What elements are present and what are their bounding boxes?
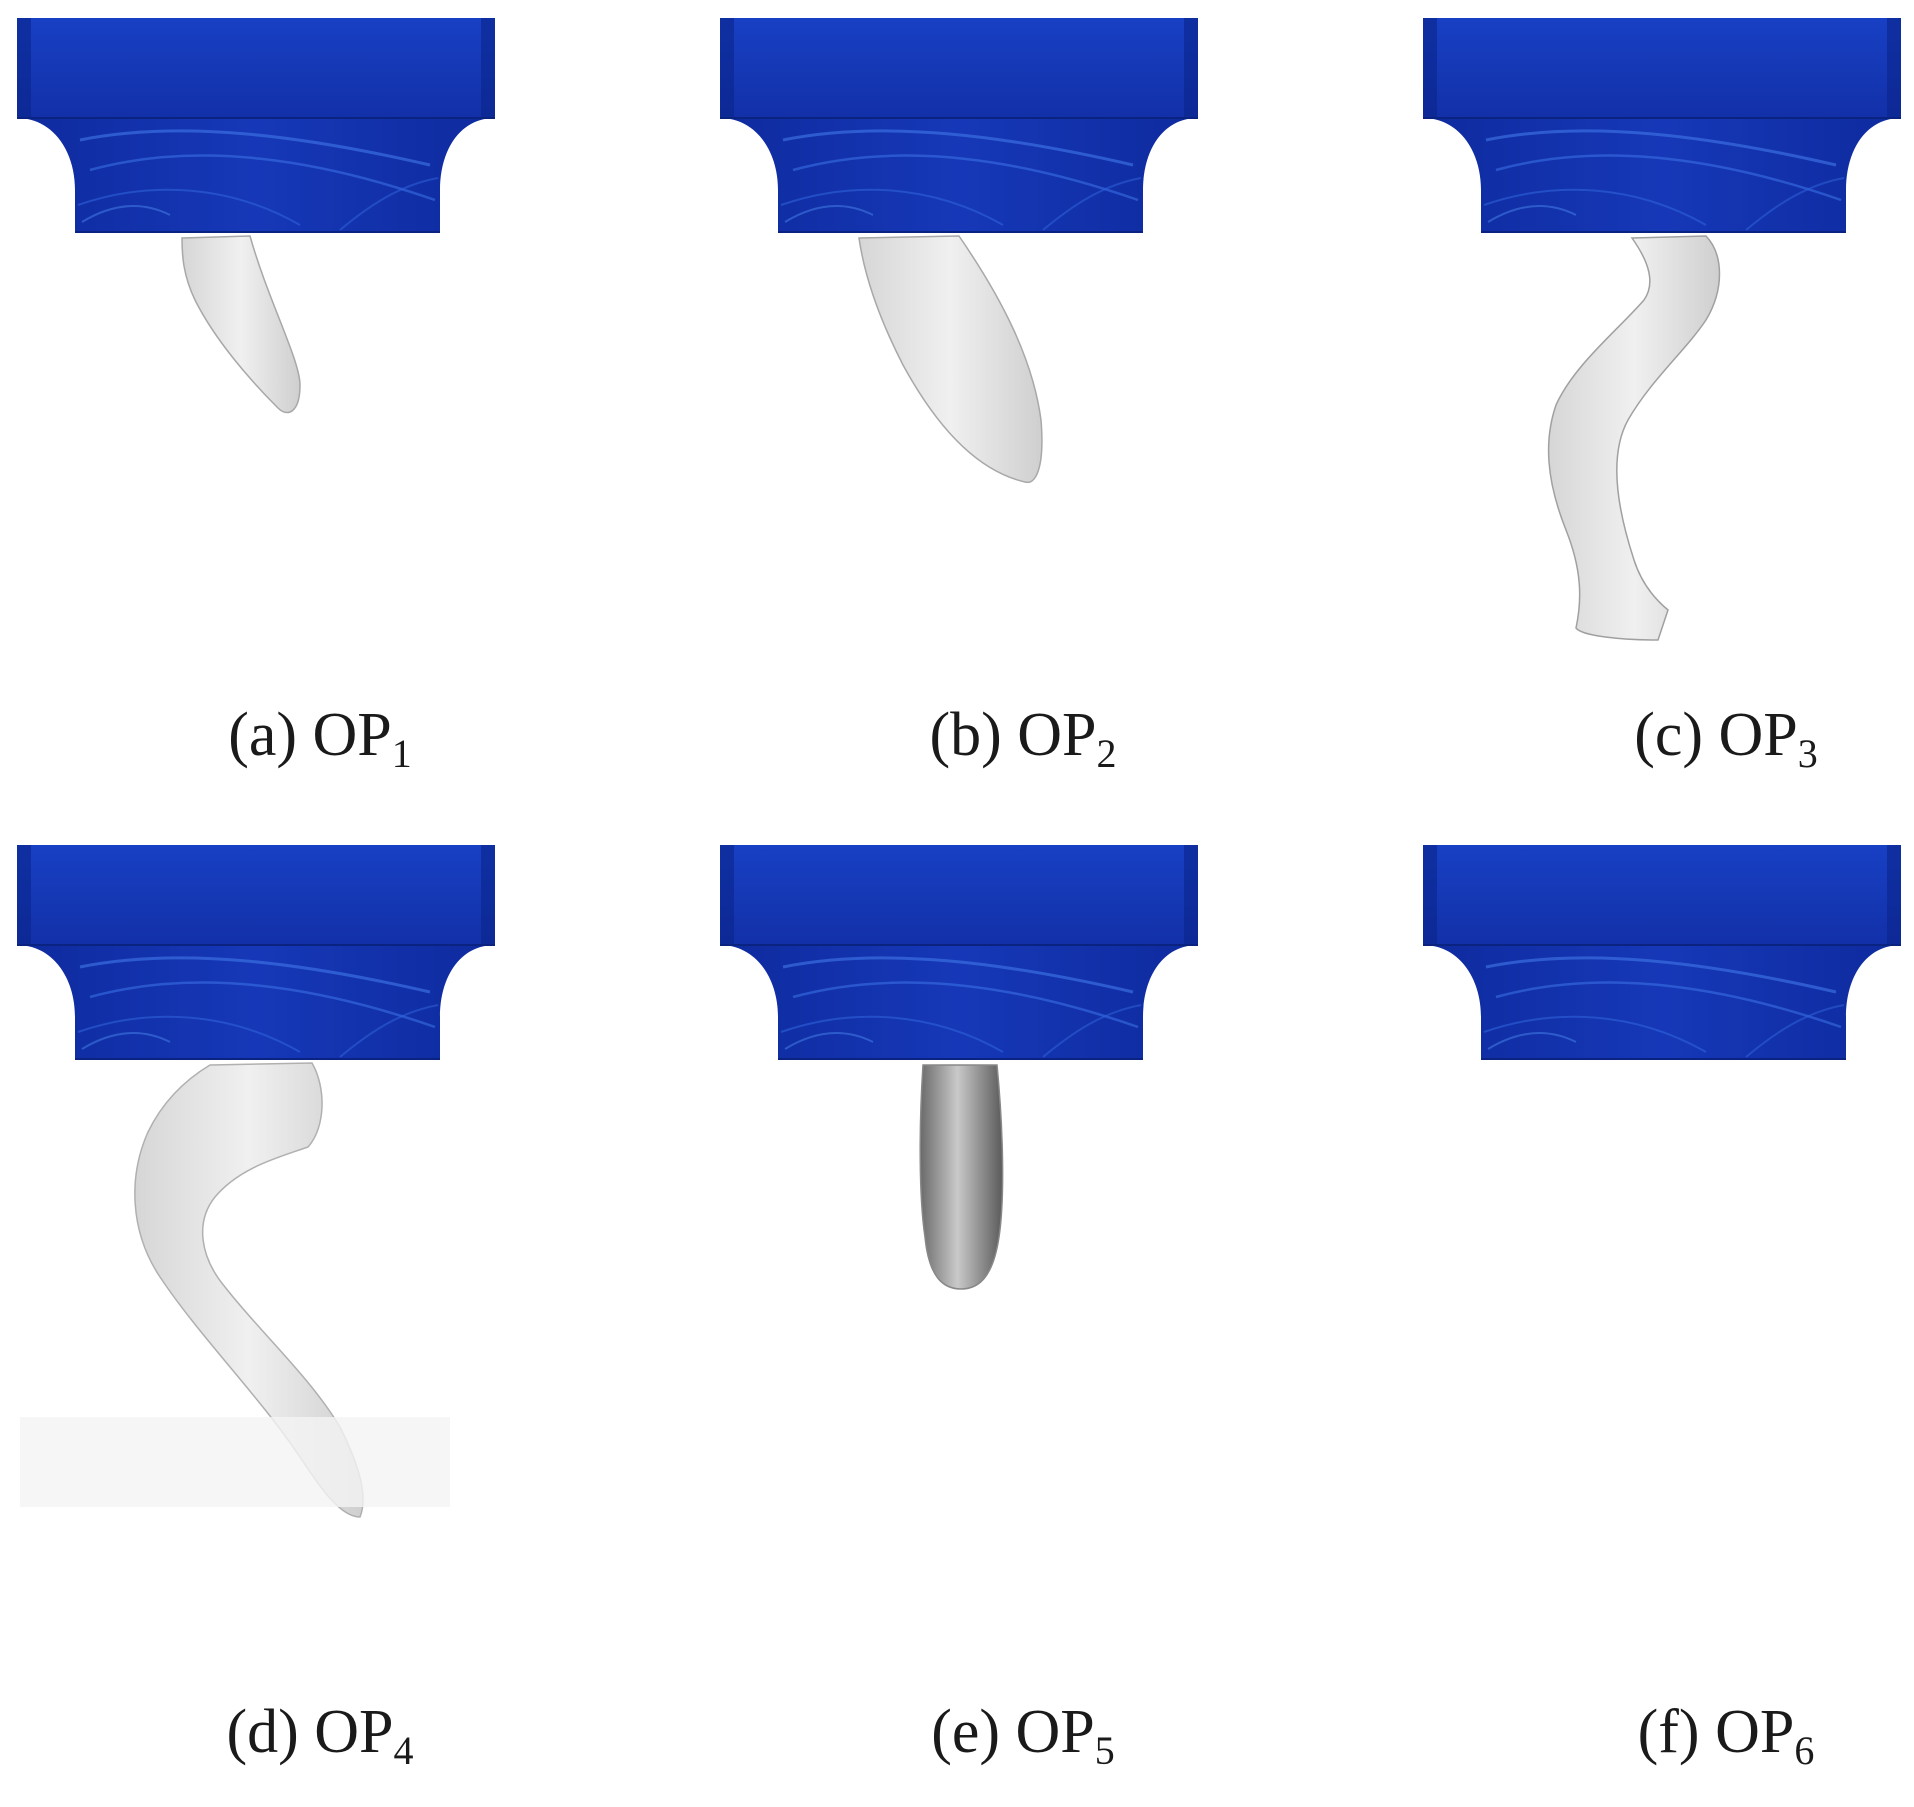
panel-e: (e) OP5	[703, 827, 1343, 1807]
panel-d-render	[15, 843, 497, 1518]
panel-f: (f) OP6	[1406, 827, 1914, 1807]
caption-f: (f) OP6	[1637, 1698, 1815, 1773]
caption-d: (d) OP4	[226, 1698, 414, 1773]
panel-b-render	[718, 16, 1200, 484]
vortex-rope-op3	[1547, 235, 1721, 641]
panel-a: (a) OP1	[0, 0, 640, 790]
panel-b: (b) OP2	[703, 0, 1343, 790]
floor-haze	[20, 1417, 450, 1507]
panel-e-render	[718, 843, 1200, 1290]
panel-d: (d) OP4	[0, 827, 640, 1807]
panel-c-render	[1421, 16, 1903, 641]
vortex-rope-op2	[858, 235, 1043, 484]
panel-c: (c) OP3	[1406, 0, 1914, 790]
vortex-rope-op1	[181, 235, 301, 414]
caption-b: (b) OP2	[929, 701, 1117, 776]
panel-a-render	[15, 16, 497, 414]
caption-e: (e) OP5	[931, 1698, 1115, 1773]
caption-a: (a) OP1	[228, 701, 412, 776]
caption-c: (c) OP3	[1634, 701, 1818, 776]
vortex-rope-op5	[919, 1064, 1004, 1290]
panel-f-render	[1421, 843, 1903, 1061]
